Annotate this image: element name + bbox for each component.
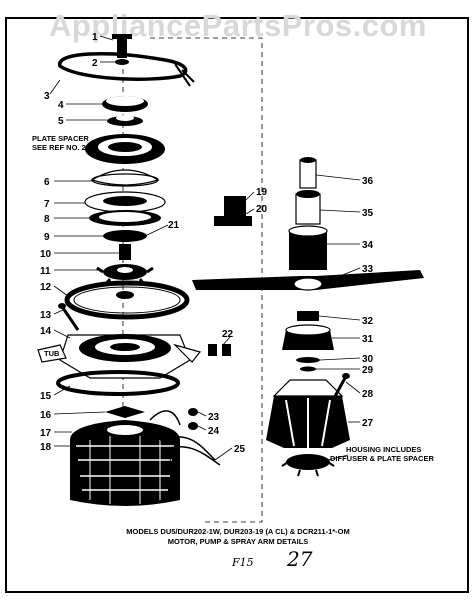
- label-part-22: 22: [222, 329, 234, 340]
- label-part-19: 19: [256, 187, 268, 198]
- label-part-10: 10: [40, 249, 52, 260]
- plate-spacer: [85, 134, 165, 164]
- part-1-screw: [112, 34, 132, 58]
- label-part-25: 25: [234, 444, 246, 455]
- label-part-27: 27: [362, 418, 374, 429]
- handwritten-fig: F15: [231, 556, 254, 569]
- part-35-tube: [295, 190, 321, 225]
- label-part-15: 15: [40, 391, 52, 402]
- part-2-washer: [115, 59, 129, 65]
- label-part-33: 33: [362, 264, 374, 275]
- label-part-36: 36: [362, 176, 374, 187]
- part-23-24-nuts: [188, 408, 198, 430]
- label-part-5: 5: [58, 116, 64, 127]
- label-part-13: 13: [40, 310, 52, 321]
- part-36-nozzle: [299, 157, 317, 189]
- label-part-23: 23: [208, 412, 220, 423]
- watermark: AppliancePartsPros.com: [49, 8, 427, 43]
- label-part-21: 21: [168, 220, 180, 231]
- caption-models: MODELS DU5/DUR202-1W, DUR203-19 (A CL) &…: [126, 527, 350, 536]
- label-part-6: 6: [44, 177, 50, 188]
- label-part-11: 11: [40, 266, 51, 277]
- part-12-seal-ring: [64, 280, 190, 320]
- part-6-dome: [90, 169, 160, 187]
- part-8-gasket: [89, 210, 161, 226]
- note-tub: TUB: [44, 349, 60, 358]
- label-part-34: 34: [362, 240, 374, 251]
- label-part-24: 24: [208, 426, 220, 437]
- tub-section: [37, 343, 202, 363]
- label-part-3: 3: [44, 91, 50, 102]
- label-part-16: 16: [40, 410, 52, 421]
- part-16-coupling: [105, 406, 145, 418]
- label-part-2: 2: [92, 58, 98, 69]
- label-part-20: 20: [256, 204, 268, 215]
- label-part-30: 30: [362, 354, 374, 365]
- note-housing-line2: DIFFUSER & PLATE SPACER: [330, 454, 434, 463]
- label-part-18: 18: [40, 442, 52, 453]
- caption-title: MOTOR, PUMP & SPRAY ARM DETAILS: [168, 537, 309, 546]
- label-part-32: 32: [362, 316, 374, 327]
- label-part-7: 7: [44, 199, 50, 210]
- part-3-wire-loop: [58, 52, 195, 87]
- handwritten-number: 27: [286, 547, 313, 571]
- part-31-cup: [282, 324, 334, 350]
- part-10-shaft: [119, 244, 131, 260]
- diffuser: [281, 454, 335, 477]
- part-5-impeller-small: [107, 115, 143, 126]
- part-9-disc: [103, 230, 147, 242]
- motor-wires: [149, 410, 221, 466]
- part-32-bushing: [297, 311, 319, 321]
- part-22-grommets: [208, 344, 231, 356]
- part-number-labels: 1 2 3 4 5 6 7 8 9 10 11 12 13 14 15 16 1…: [40, 32, 374, 483]
- label-part-26: 26: [168, 472, 180, 483]
- label-part-28: 28: [362, 389, 374, 400]
- part-4-cap: [102, 96, 148, 112]
- note-housing-line1: HOUSING INCLUDES: [346, 445, 421, 454]
- label-part-1: 1: [92, 32, 98, 43]
- part-19-solenoid: [214, 196, 252, 226]
- label-part-14: 14: [40, 326, 52, 337]
- part-13-screw: [58, 303, 80, 331]
- label-part-29: 29: [362, 365, 374, 376]
- part-33-spray-arm: [192, 270, 424, 291]
- part-14-sump: [59, 334, 191, 379]
- note-plate-spacer-line1: PLATE SPACER: [32, 134, 89, 143]
- label-part-4: 4: [58, 100, 64, 111]
- label-part-17: 17: [40, 428, 52, 439]
- label-part-35: 35: [362, 208, 374, 219]
- part-30-29-washers: [296, 357, 320, 372]
- part-7-plate: [84, 191, 166, 213]
- note-plate-spacer-line2: SEE REF NO. 24: [32, 143, 91, 152]
- label-part-9: 9: [44, 232, 50, 243]
- leader-lines: [49, 35, 361, 471]
- label-part-8: 8: [44, 214, 50, 225]
- part-34-filter: [288, 225, 328, 270]
- label-part-31: 31: [362, 334, 374, 345]
- part-15-ring: [56, 370, 180, 396]
- part-28-screw: [331, 373, 350, 401]
- part-27-housing: [266, 379, 350, 448]
- label-part-12: 12: [40, 282, 52, 293]
- part-17-18-motor: [70, 420, 180, 506]
